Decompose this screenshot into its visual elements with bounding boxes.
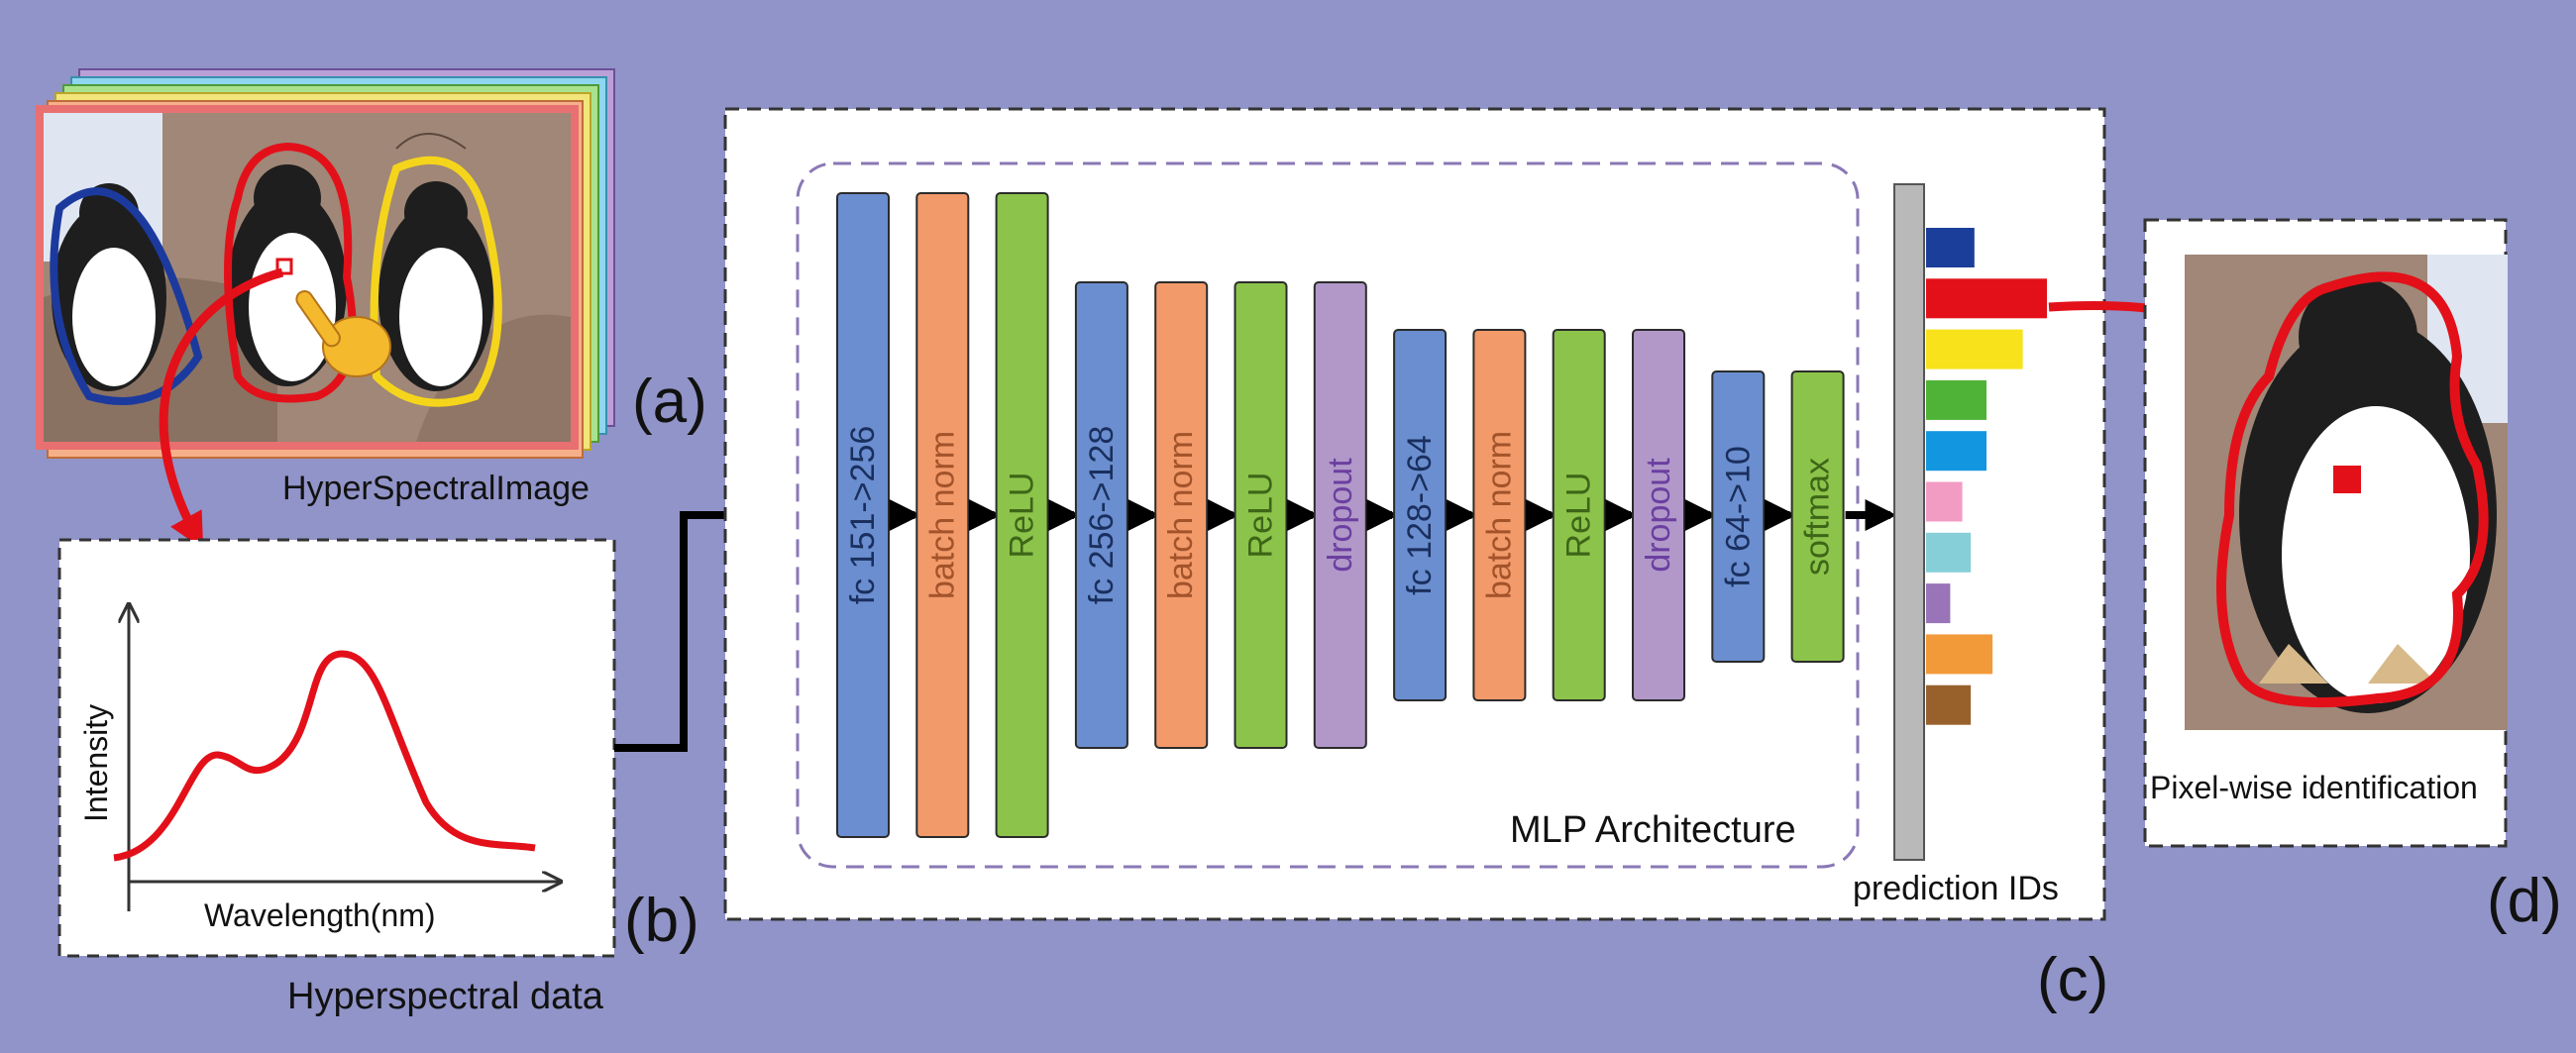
hs-data-caption: Hyperspectral data — [287, 976, 604, 1017]
layer-label: fc 151->256 — [844, 426, 882, 605]
layer-block — [1234, 281, 1288, 749]
prediction-bar — [1926, 228, 1975, 267]
layer-label: batch norm — [923, 431, 961, 599]
layer-label: batch norm — [1480, 431, 1518, 599]
panel-b-label: (b) — [624, 887, 699, 955]
x-axis-label: Wavelength(nm) — [204, 897, 436, 933]
prediction-label: prediction IDs — [1853, 870, 2059, 907]
layer-label: ReLU — [1560, 473, 1598, 559]
identified-pixel — [2333, 466, 2361, 493]
layer-label: fc 128->64 — [1401, 435, 1439, 595]
prediction-bar — [1926, 684, 1972, 725]
layers-group: fc 151->256 batch norm ReLU fc 256->128 batc… — [836, 192, 1897, 838]
spectrum-curve — [113, 650, 536, 862]
mlp-title: MLP Architecture — [1510, 809, 1796, 851]
prediction-bar — [1926, 379, 1986, 420]
layer-block — [1472, 329, 1527, 701]
hyperspectral-image-stack — [36, 68, 615, 459]
layer-block — [995, 192, 1049, 838]
layer-label: fc 64->10 — [1719, 446, 1757, 587]
y-axis-label: Intensity — [78, 704, 114, 822]
identification-panel: Pixel-wise identification — [2143, 218, 2508, 848]
panel-a-label: (a) — [632, 368, 707, 436]
layer-label: batch norm — [1162, 431, 1200, 599]
prediction-bar — [1926, 329, 2023, 369]
layer-label: dropout — [1640, 458, 1677, 573]
layer-block — [836, 192, 890, 838]
prediction-bars — [1926, 228, 2047, 725]
layer-label: ReLU — [1004, 473, 1041, 559]
layer-block — [1393, 329, 1448, 701]
selected-pixel-marker — [275, 258, 293, 275]
prediction-bar — [1926, 634, 1993, 675]
layer-block — [1154, 281, 1209, 749]
panel-d-label: (d) — [2487, 867, 2562, 935]
prediction-bar — [1926, 481, 1963, 522]
identified-penguin-outline — [2216, 271, 2489, 708]
layer-block — [1313, 281, 1367, 749]
pointing-hand-icon — [295, 289, 391, 377]
layer-label: ReLU — [1242, 473, 1280, 559]
prediction-bar — [1926, 532, 1972, 573]
layer-label: dropout — [1322, 458, 1359, 573]
penguin-photo — [36, 105, 579, 450]
layer-label: fc 256->128 — [1083, 426, 1121, 605]
prediction-bar — [1926, 583, 1951, 624]
layer-block — [1074, 281, 1128, 749]
prediction-bar — [1926, 278, 2047, 319]
hsi-caption: HyperSpectralImage — [282, 470, 590, 507]
spectrum-panel: Wavelength(nm) Intensity — [57, 538, 616, 958]
layer-block — [1552, 329, 1606, 701]
panel-c-label: (c) — [2037, 946, 2108, 1014]
pixelwise-caption: Pixel-wise identification — [2150, 770, 2478, 805]
layer-label: softmax — [1799, 458, 1837, 576]
output-vector-bar — [1893, 183, 1925, 861]
layer-block — [1790, 370, 1845, 663]
pixel-to-spectrum-arrow — [159, 267, 284, 550]
mlp-panel: MLP Architecture fc 151->256 batch norm Re… — [723, 107, 2106, 921]
layer-block — [1711, 370, 1766, 663]
layer-block — [1632, 329, 1685, 701]
layer-block — [915, 192, 970, 838]
prediction-bar — [1926, 431, 1986, 472]
